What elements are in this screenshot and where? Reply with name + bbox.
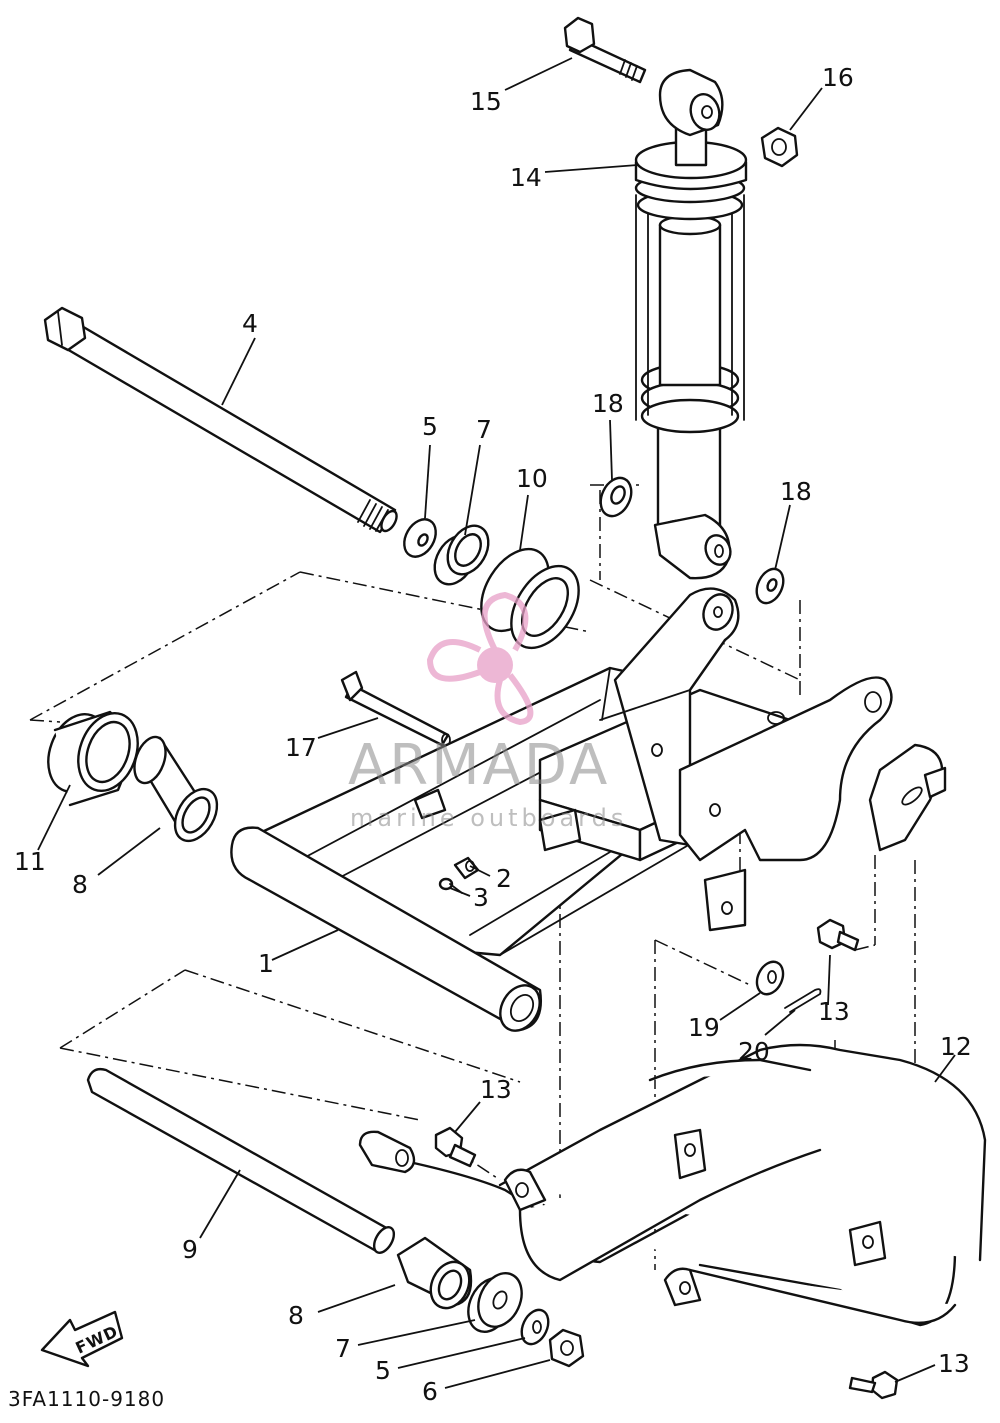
callout-17: 17 — [285, 733, 317, 762]
bushing-bottom — [396, 1236, 473, 1310]
callout-labels: 4 5 7 10 14 15 16 18 18 17 11 8 1 2 3 9 … — [14, 63, 972, 1406]
shock-upper-bolt — [563, 16, 647, 84]
callout-13-left: 13 — [480, 1075, 512, 1104]
washer-19 — [755, 960, 785, 996]
callout-20: 20 — [738, 1037, 770, 1066]
callout-5-top: 5 — [422, 412, 438, 441]
propeller-logo — [426, 591, 534, 726]
pivot-shaft — [43, 306, 398, 534]
callout-7-top: 7 — [476, 415, 492, 444]
callout-6: 6 — [422, 1377, 438, 1406]
callout-12: 12 — [940, 1032, 972, 1061]
callout-3: 3 — [473, 883, 489, 912]
long-pipe — [86, 1067, 396, 1254]
washer-bottom — [520, 1308, 550, 1346]
spacer-ring — [47, 710, 139, 807]
callout-19: 19 — [688, 1013, 720, 1042]
watermark-brand: ARMADA — [348, 733, 610, 798]
bolt-13-bottom — [848, 1370, 899, 1400]
callout-10: 10 — [516, 464, 548, 493]
callout-15: 15 — [470, 87, 502, 116]
shock-washer-right — [755, 567, 785, 605]
fwd-arrow: FWD — [40, 1310, 124, 1368]
callout-4: 4 — [242, 309, 258, 338]
callout-13-right: 13 — [818, 997, 850, 1026]
brand-watermark: ARMADA marine outboards — [348, 591, 627, 832]
nut-bottom — [548, 1328, 585, 1368]
callout-5-bottom: 5 — [375, 1356, 391, 1385]
drawing-code: 3FA1110-9180 — [8, 1387, 165, 1411]
pin-bolt — [340, 670, 451, 747]
callout-11: 11 — [14, 847, 46, 876]
callout-9: 9 — [182, 1235, 198, 1264]
bearing-top — [433, 524, 490, 586]
cotter-pin — [784, 988, 822, 1013]
leader-lines — [37, 57, 956, 1389]
callout-8-left: 8 — [72, 870, 88, 899]
collar-top — [480, 547, 580, 650]
spacer-bottom — [467, 1272, 523, 1333]
washer-top — [403, 518, 437, 558]
callout-2: 2 — [496, 864, 512, 893]
shock-upper-nut — [760, 126, 799, 168]
callout-1: 1 — [258, 949, 274, 978]
rear-frame — [358, 1043, 987, 1327]
callout-14: 14 — [510, 163, 542, 192]
callout-7-bottom: 7 — [335, 1334, 351, 1363]
callout-18-left: 18 — [592, 389, 624, 418]
callout-18-right: 18 — [780, 477, 812, 506]
bushing-left — [133, 735, 219, 843]
callout-16: 16 — [822, 63, 854, 92]
shock-washer-left — [599, 476, 633, 518]
callout-13-bottom: 13 — [938, 1349, 970, 1378]
watermark-tagline: marine outboards — [350, 804, 627, 832]
callout-8-bottom: 8 — [288, 1301, 304, 1330]
bolt-13-left — [434, 1126, 477, 1168]
bolt-13-right — [816, 918, 860, 952]
swingarm — [230, 587, 947, 1032]
shock-absorber — [634, 68, 748, 580]
